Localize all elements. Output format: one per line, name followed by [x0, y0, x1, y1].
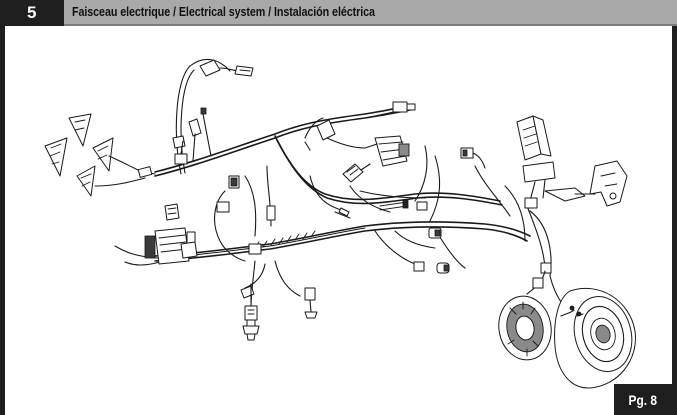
- section-number: 5: [27, 3, 37, 22]
- harness-components: [216, 175, 409, 319]
- top-connectors: [304, 101, 416, 183]
- main-harness-trunk: [154, 58, 503, 206]
- page-number-badge: Pg. 8: [614, 384, 672, 415]
- indicator-lamps: [44, 113, 156, 197]
- wiring-harness-diagram: [44, 58, 636, 389]
- section-title: Faisceau electrique / Electrical system …: [72, 5, 375, 19]
- cdi-unit: [516, 115, 556, 209]
- stator-flywheel: [498, 270, 636, 389]
- page-number: Pg. 8: [628, 391, 658, 408]
- mounting-bracket: [544, 160, 628, 207]
- section-title-bar: Faisceau electrique / Electrical system …: [64, 0, 677, 26]
- handlebar-switches: [172, 59, 254, 165]
- neutral-sensor: [242, 283, 260, 341]
- sensor-connectors: [413, 147, 552, 274]
- section-header: 5 Faisceau electrique / Electrical syste…: [0, 0, 677, 26]
- voltage-regulator: [144, 203, 198, 265]
- section-number-badge: 5: [0, 0, 64, 26]
